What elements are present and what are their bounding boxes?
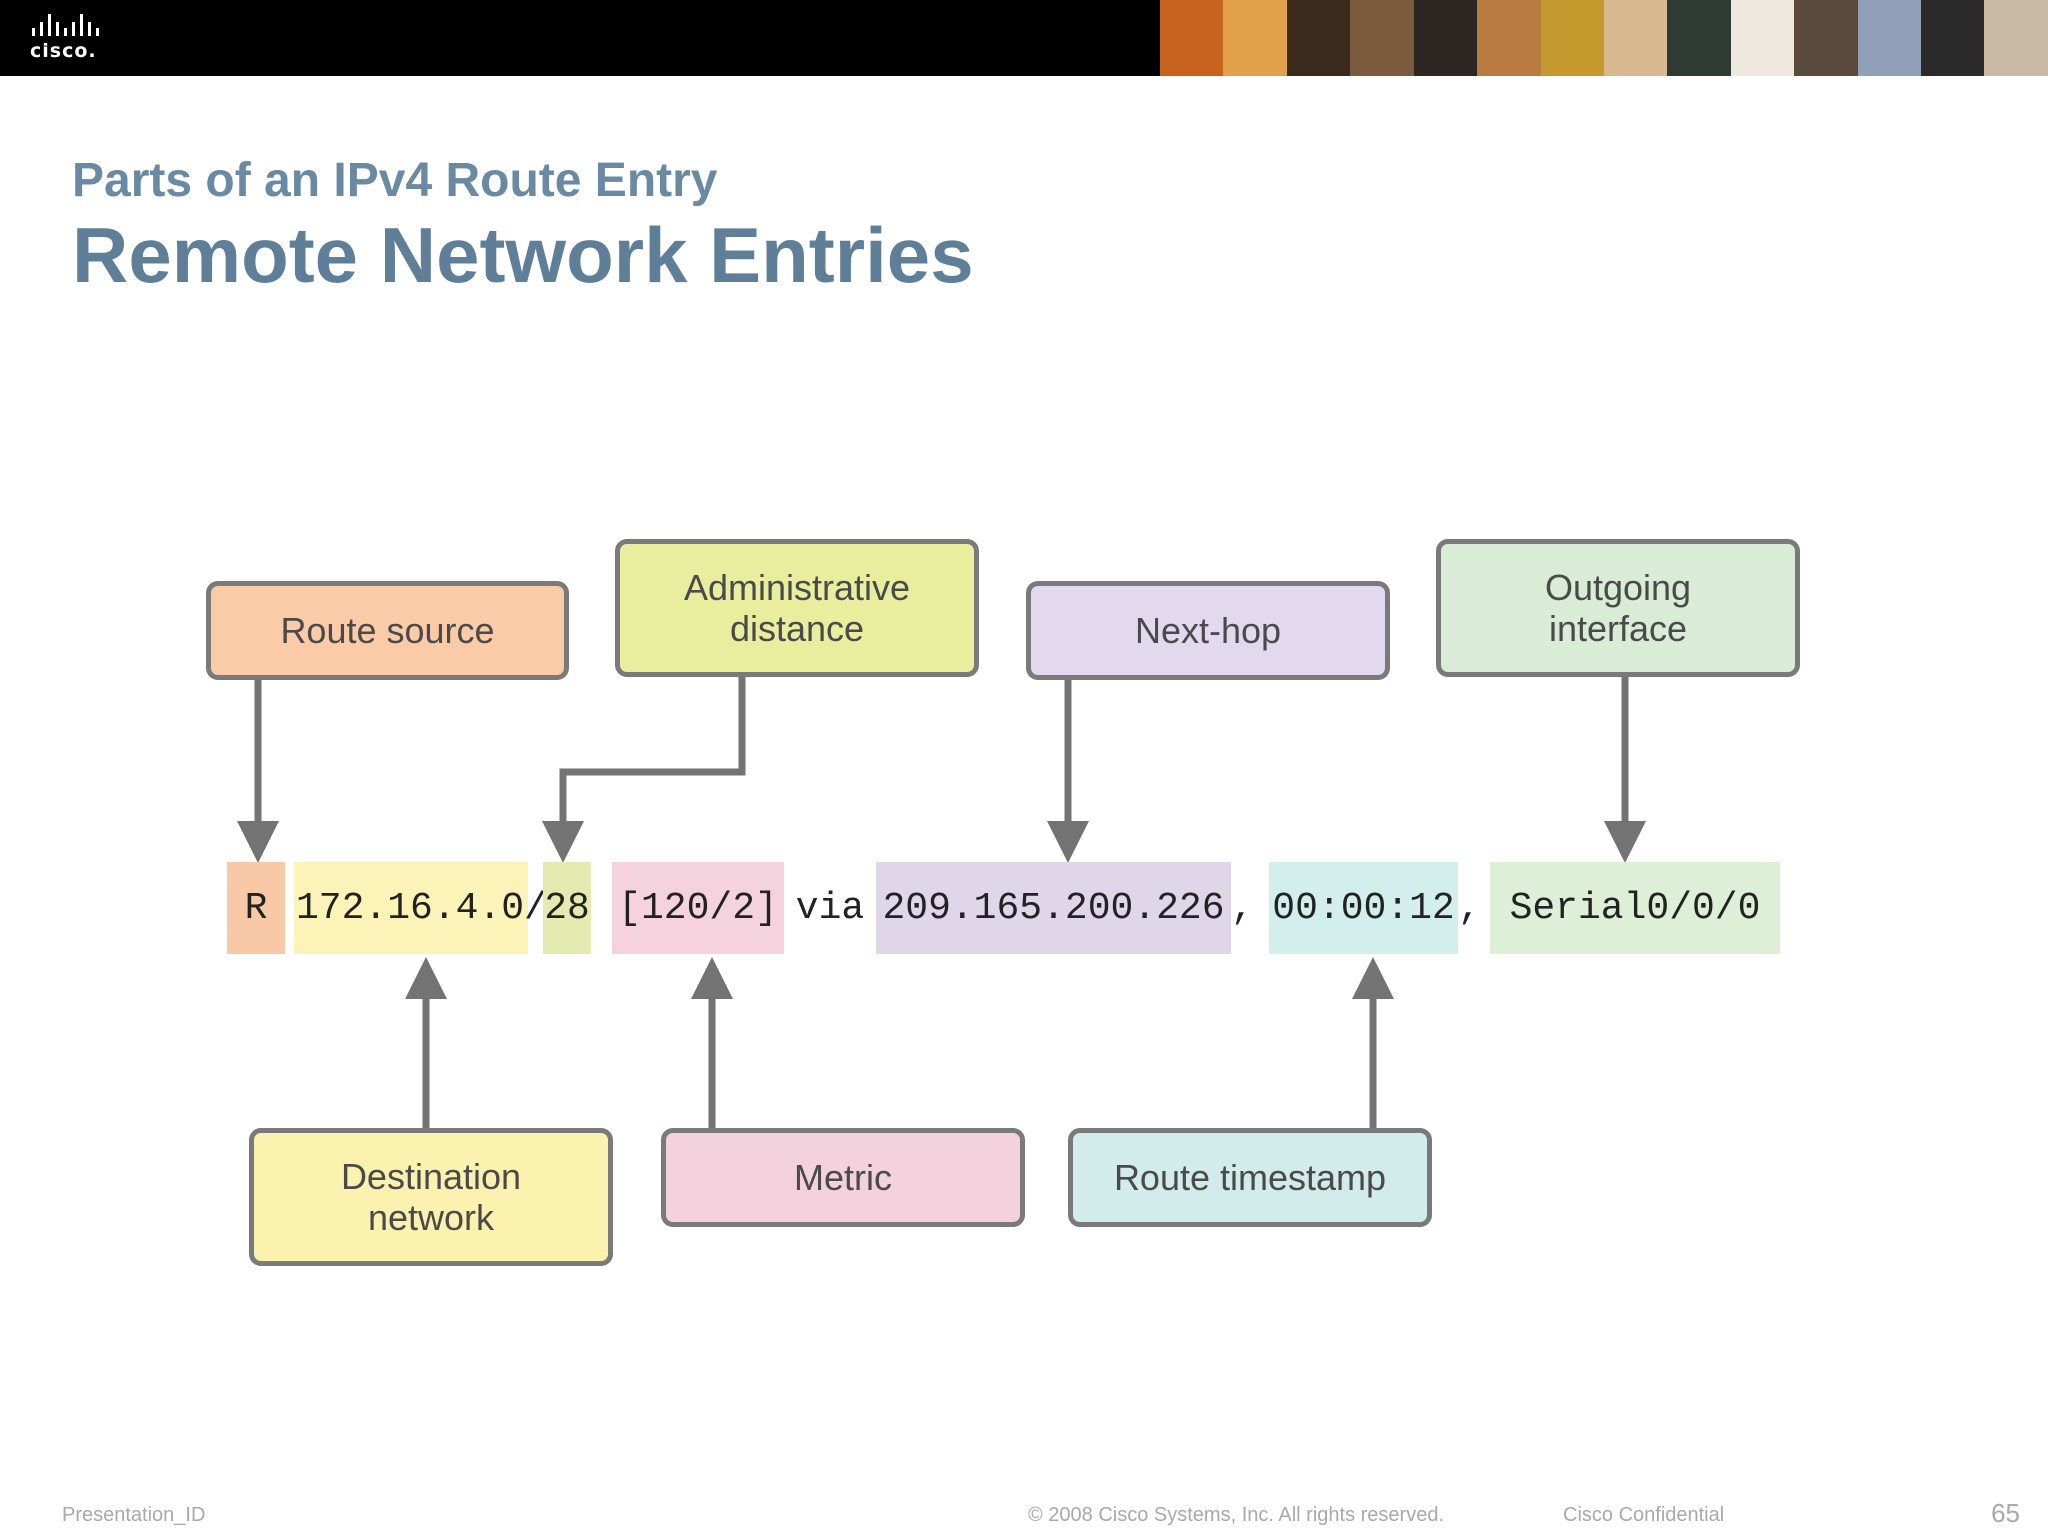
footer-confidential: Cisco Confidential — [1563, 1504, 1725, 1526]
footer-copyright: © 2008 Cisco Systems, Inc. All rights re… — [1028, 1504, 1445, 1526]
header-photo-tile — [1921, 0, 1985, 76]
cisco-logo-bars — [32, 14, 120, 36]
route-segment-admin-metric: [120/2] — [612, 862, 784, 954]
slide-title: Remote Network Entries — [72, 211, 974, 299]
header-photo-tile — [1603, 0, 1668, 76]
label-route-source: Route source — [206, 581, 569, 680]
header-photo-tile — [1540, 0, 1604, 76]
label-destination-network: Destination network — [249, 1128, 613, 1266]
header-photo-tile — [1730, 0, 1795, 76]
footer-presentation-id: Presentation_ID — [62, 1504, 206, 1526]
route-segment-comma-1: , — [1231, 886, 1277, 930]
label-route-timestamp: Route timestamp — [1068, 1128, 1432, 1227]
route-segment-interface: Serial0/0/0 — [1490, 862, 1780, 954]
route-segment-via: via — [772, 886, 888, 930]
route-segment-gap — [592, 862, 612, 954]
label-metric: Metric — [661, 1128, 1025, 1227]
header-photo-tile — [1667, 0, 1731, 76]
label-next-hop: Next-hop — [1026, 581, 1390, 680]
label-outgoing-interface: Outgoing interface — [1436, 539, 1800, 677]
header-photo-tile — [1477, 0, 1541, 76]
header-photo-tile — [1286, 0, 1351, 76]
header-photo-tile — [1794, 0, 1858, 76]
header-photo-tile — [1413, 0, 1478, 76]
header-photo-tile — [1984, 0, 2048, 76]
header-photo-tile — [1350, 0, 1414, 76]
header-photo-tile — [1223, 0, 1287, 76]
route-segment-destination: 172.16.4.0/ — [294, 862, 547, 954]
header-photo-tile — [1160, 0, 1224, 76]
header-photo-strip — [1160, 0, 2048, 76]
route-segment-next-hop: 209.165.200.226 — [876, 862, 1231, 954]
slide-subtitle: Parts of an IPv4 Route Entry — [72, 154, 718, 207]
arrow-admin-distance — [542, 676, 746, 863]
cisco-logo: cisco. — [30, 14, 120, 64]
route-segment-code: R — [227, 862, 285, 954]
label-administrative-distance: Administrative distance — [615, 539, 979, 677]
route-segment-comma-2: , — [1458, 886, 1504, 930]
page-number: 65 — [1991, 1498, 2020, 1528]
header-photo-tile — [1857, 0, 1922, 76]
header-bar: cisco. — [0, 0, 2048, 76]
route-segment-timestamp: 00:00:12 — [1269, 862, 1458, 954]
cisco-logo-text: cisco. — [30, 40, 97, 62]
route-segment-mask: 28 — [543, 862, 591, 954]
